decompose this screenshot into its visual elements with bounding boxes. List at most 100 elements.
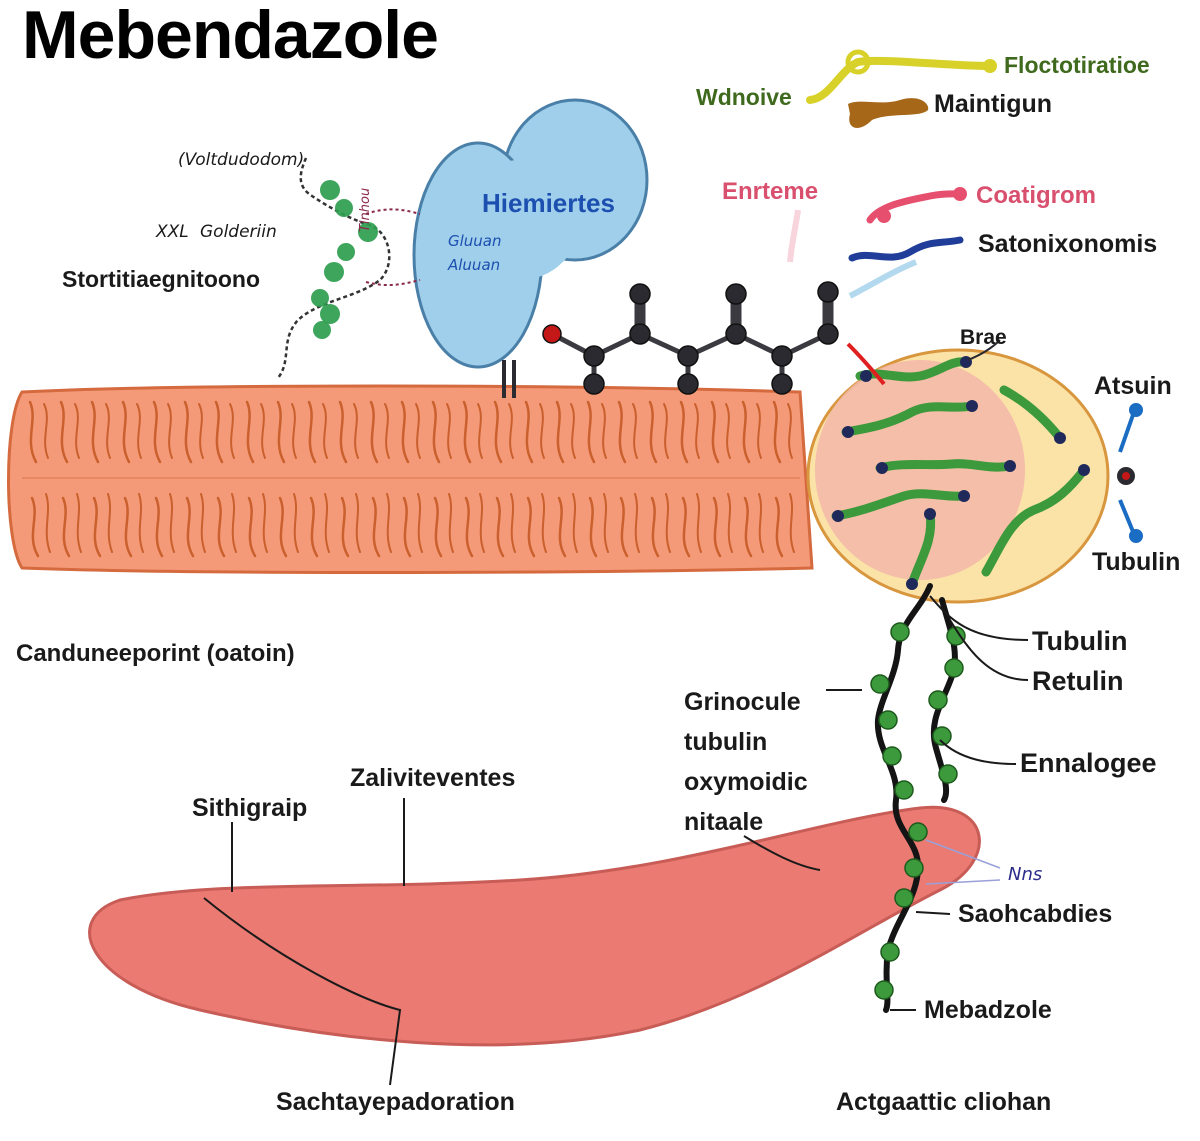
tubule-ridge — [371, 496, 381, 558]
tubule-ridge — [462, 400, 472, 464]
tubule-ridge — [477, 403, 483, 459]
tubule-ridge — [526, 496, 536, 558]
tubule-ridge — [541, 493, 547, 553]
strand-bead — [946, 626, 966, 646]
tubule-ridge — [588, 496, 598, 558]
tubule-ridge — [185, 496, 195, 558]
end-cap-strand — [841, 401, 977, 437]
tubule-ridge — [90, 400, 100, 464]
center-text-line-3: oxymoidic — [684, 768, 808, 796]
end-cap-node — [906, 578, 918, 590]
carbon-atom — [583, 373, 605, 395]
label-protein-main: Hiemiertes — [482, 188, 615, 218]
tubule-ridge — [789, 493, 795, 553]
tubule-ridge — [400, 400, 410, 464]
label-bottom-right: Actgaattic cliohan — [836, 1088, 1052, 1116]
tubule-ridge — [555, 400, 565, 464]
tubule-ridge — [694, 403, 700, 459]
left-chain-bead — [358, 222, 378, 242]
tubule-ridge — [386, 493, 392, 553]
tubule-ridge — [710, 400, 720, 464]
tubule-ridge — [743, 496, 753, 558]
left-chain-bead — [320, 180, 340, 200]
tubule-ridge — [493, 400, 503, 464]
tubule-ridge — [136, 403, 142, 459]
carbon-atom — [677, 373, 699, 395]
tubule-ridge — [169, 493, 175, 553]
tubule-ridge — [198, 403, 204, 459]
tubule-ridge — [634, 493, 640, 553]
tubule-ridge — [756, 403, 762, 459]
label-top-brown: Maintigun — [934, 90, 1053, 118]
carbon-atom — [817, 323, 839, 345]
end-cap-node — [842, 426, 854, 438]
tubule-ridge — [632, 403, 638, 459]
left-chain-bead — [324, 262, 344, 282]
end-cap-strand — [999, 385, 1065, 443]
left-bead-chain — [276, 157, 421, 379]
label-left-mid: Canduneeporint (oatoin) — [16, 640, 295, 667]
label-mebadzole: Mebadzole — [924, 996, 1052, 1024]
tubule-ridge — [601, 403, 607, 459]
end-cap-strand — [907, 509, 936, 589]
tubule-ridge — [183, 400, 193, 464]
end-cap-strand — [981, 465, 1089, 577]
label-top-left-green: Wdnoive — [696, 84, 792, 110]
tubule-ridge — [214, 400, 224, 464]
end-cap-strand — [831, 489, 969, 521]
carbon-atom — [771, 373, 793, 395]
tubule-ridge — [725, 403, 731, 459]
tubule-pattern — [22, 400, 800, 558]
tubule-ridge — [43, 403, 49, 459]
tubule-ridge — [340, 496, 350, 558]
oxygen-atom — [542, 324, 562, 344]
label-pink-right: Coatigrom — [976, 182, 1096, 209]
tubule-ridge — [291, 403, 297, 459]
tubule-ridge — [603, 493, 609, 553]
end-cap-node — [832, 510, 844, 522]
label-zalivteventes: Zaliviteventes — [350, 764, 516, 792]
strand-bead — [880, 942, 900, 962]
left-chain-bead — [335, 199, 353, 217]
carbon-atom — [629, 283, 651, 305]
carbon-atom — [771, 345, 793, 367]
label-side-main: Stortitiaegnitoono — [62, 266, 261, 292]
tubule-ridge — [415, 403, 421, 459]
label-vertical-small: Tlnhou — [358, 187, 373, 232]
end-cap-node — [876, 462, 888, 474]
end-cap-strands — [831, 356, 1090, 590]
label-sithigraip: Sithigraip — [192, 794, 308, 822]
top-chains — [787, 49, 997, 386]
tubule-ridge — [105, 403, 111, 459]
strand-bead — [874, 980, 894, 1000]
tubule-ridge — [307, 400, 317, 464]
tubule-ridge — [278, 496, 288, 558]
label-bottom-left: Sachtayepadoration — [276, 1088, 515, 1116]
tubule-ridge — [369, 400, 379, 464]
center-text-line-4: nitaale — [684, 808, 764, 836]
protein-complex — [412, 98, 649, 398]
tubule-ridge — [446, 403, 452, 459]
end-cap-node — [924, 508, 936, 520]
strand-bead — [932, 726, 952, 746]
end-cap-strand — [875, 459, 1015, 473]
left-chain-bead — [320, 304, 340, 324]
strand-bead — [882, 746, 902, 766]
tubule-ridge — [696, 493, 702, 553]
label-saohcabdies: Saohcabdies — [958, 900, 1113, 928]
tubule-ridge — [681, 496, 691, 558]
tubule-ridge — [338, 400, 348, 464]
tubule-ridge — [247, 496, 257, 558]
label-protein-sub1: Gluuan — [448, 232, 502, 250]
center-text-line-1: Grinocule — [684, 688, 801, 716]
strand-bead — [878, 710, 898, 730]
label-atsuin: Atsuin — [1094, 372, 1172, 400]
tubule-ridge — [663, 403, 669, 459]
tubule-ridge — [107, 493, 113, 553]
tubule-ridge — [508, 403, 514, 459]
label-retulin: Retulin — [1032, 666, 1124, 696]
bottom-organelle — [88, 805, 981, 1047]
tubule-ridge — [787, 403, 793, 459]
tubule-ridge — [464, 496, 474, 558]
